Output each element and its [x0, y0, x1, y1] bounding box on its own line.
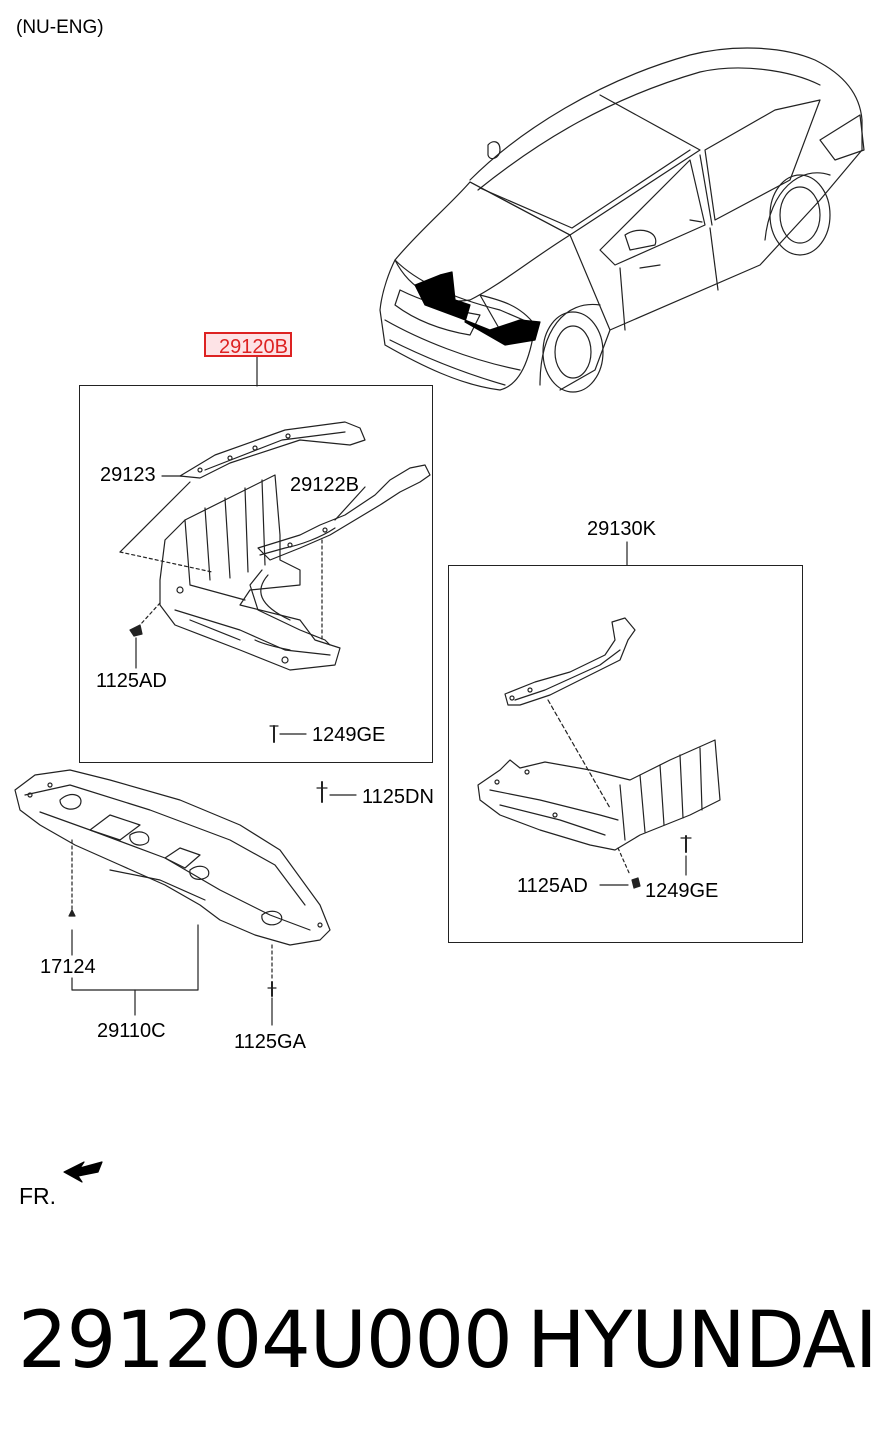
- part-label-17124[interactable]: 17124: [40, 956, 96, 978]
- part-label-1249ge-left[interactable]: 1249GE: [312, 724, 386, 746]
- part-label-29130k[interactable]: 29130K: [587, 518, 656, 540]
- part-label-29122b[interactable]: 29122B: [290, 474, 359, 496]
- part-label-29123[interactable]: 29123: [100, 464, 156, 486]
- front-direction-label: FR.: [19, 1183, 57, 1209]
- car-illustration: [379, 47, 865, 393]
- selected-part-highlight[interactable]: [204, 332, 292, 357]
- diagram-variant-label: (NU-ENG): [16, 17, 104, 38]
- part-label-1125ad-left[interactable]: 1125AD: [96, 670, 167, 692]
- part-label-1249ge-right[interactable]: 1249GE: [645, 880, 719, 902]
- assembly-box-29120b: [79, 385, 433, 763]
- assembly-box-29130k: [448, 565, 803, 943]
- brand-name: HYUNDAI: [527, 1296, 878, 1386]
- part-label-29110c[interactable]: 29110C: [97, 1020, 166, 1042]
- part-label-1125ga[interactable]: 1125GA: [234, 1031, 306, 1053]
- part-number: 291204U000: [18, 1296, 513, 1386]
- part-label-1125dn[interactable]: 1125DN: [362, 786, 434, 808]
- part-label-29120b[interactable]: 29120B: [219, 336, 288, 358]
- part-label-1125ad-right[interactable]: 1125AD: [517, 875, 588, 897]
- front-arrow-icon: [62, 1160, 104, 1184]
